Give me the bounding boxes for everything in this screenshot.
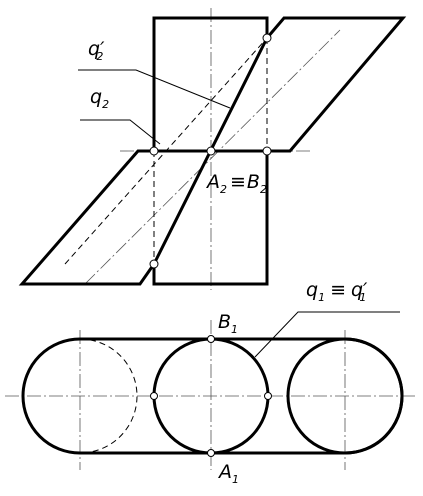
vertical-cylinder-outline bbox=[152, 16, 269, 151]
point-left bbox=[150, 392, 158, 400]
front-diagonal-axis-line bbox=[84, 29, 341, 285]
vertical-cylinder-top-circle bbox=[286, 337, 404, 455]
inclined-cylinder-lower-outline bbox=[18, 149, 156, 286]
top-view: q1≡q′1 B1 A1 bbox=[5, 279, 418, 486]
leader-line-q2-prime bbox=[78, 69, 231, 109]
label-q1-equiv-q1-prime: q1≡q′1 bbox=[306, 279, 368, 304]
leader-line-q2 bbox=[80, 119, 161, 145]
label-q2-prime: q′2 bbox=[88, 38, 105, 63]
point-b1 bbox=[207, 335, 215, 343]
front-view: q′2 q2 A2≡B2 bbox=[18, 8, 407, 290]
point-left-mid bbox=[149, 146, 159, 156]
label-a1: A1 bbox=[217, 461, 239, 486]
point-top-end bbox=[262, 33, 272, 43]
leader-line-q1 bbox=[254, 311, 400, 358]
label-q2: q2 bbox=[90, 86, 109, 111]
label-b1: B1 bbox=[218, 311, 238, 336]
inclined-cylinder-outline bbox=[265, 16, 407, 153]
point-right bbox=[264, 392, 272, 400]
point-right-mid bbox=[262, 146, 272, 156]
point-a1 bbox=[207, 449, 215, 457]
point-a2-b2 bbox=[206, 146, 216, 156]
point-bottom-end bbox=[149, 259, 159, 269]
label-a2-b2: A2≡B2 bbox=[205, 171, 267, 196]
hidden-arc-left bbox=[79, 338, 138, 454]
vertical-cylinder-lower-outline bbox=[152, 151, 269, 286]
